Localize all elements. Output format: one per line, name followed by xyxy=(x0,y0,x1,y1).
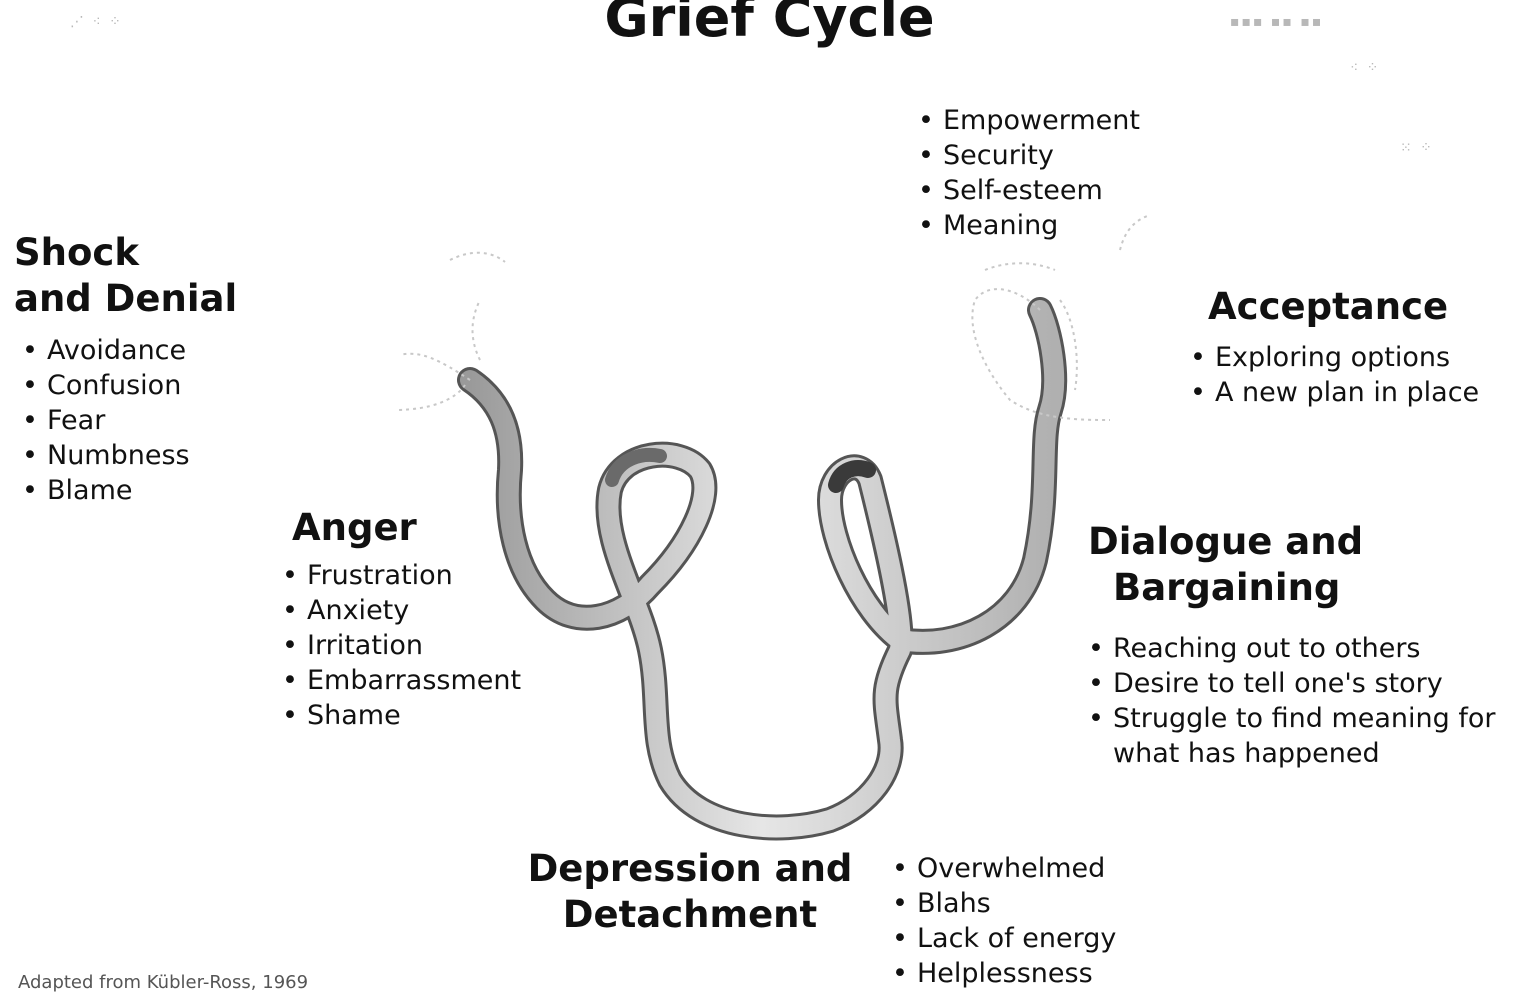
list-item: Confusion xyxy=(20,368,190,403)
list-item: Blahs xyxy=(890,886,1116,921)
source-footnote: Adapted from Kübler-Ross, 1969 xyxy=(18,972,308,993)
list-item: Lack of energy xyxy=(890,921,1116,956)
list-item: A new plan in place xyxy=(1188,375,1479,410)
list-dialogue-bargaining: Reaching out to others Desire to tell on… xyxy=(1086,631,1495,771)
list-acceptance: Exploring options A new plan in place xyxy=(1188,340,1479,410)
list-item: Embarrassment xyxy=(280,663,521,698)
list-item: Self-esteem xyxy=(916,173,1140,208)
list-item: Anxiety xyxy=(280,593,521,628)
stage-heading-shock-denial: Shock and Denial xyxy=(14,230,237,322)
list-depression-detachment: Overwhelmed Blahs Lack of energy Helples… xyxy=(890,851,1116,991)
list-item-continuation: what has happened xyxy=(1086,736,1495,771)
heading-line: Bargaining xyxy=(1088,565,1363,611)
list-shock-denial: Avoidance Confusion Fear Numbness Blame xyxy=(20,333,190,508)
list-item: Frustration xyxy=(280,558,521,593)
heading-line: Detachment xyxy=(520,892,860,938)
list-outcome: Empowerment Security Self-esteem Meaning xyxy=(916,103,1140,243)
stage-heading-dialogue-bargaining: Dialogue and Bargaining xyxy=(1088,519,1363,611)
stage-heading-anger: Anger xyxy=(292,505,417,551)
stage-heading-acceptance: Acceptance xyxy=(1208,284,1448,330)
list-item: Exploring options xyxy=(1188,340,1479,375)
list-item: Avoidance xyxy=(20,333,190,368)
list-item: Blame xyxy=(20,473,190,508)
list-item: Helplessness xyxy=(890,956,1116,991)
heading-line: Shock xyxy=(14,230,237,276)
list-item: Numbness xyxy=(20,438,190,473)
ribbon-fill xyxy=(470,310,1054,827)
ribbon-edge xyxy=(470,310,1054,827)
list-item: Irritation xyxy=(280,628,521,663)
list-item: Empowerment xyxy=(916,103,1140,138)
list-item: Fear xyxy=(20,403,190,438)
list-anger: Frustration Anxiety Irritation Embarrass… xyxy=(280,558,521,733)
list-item: Overwhelmed xyxy=(890,851,1116,886)
heading-line: Dialogue and xyxy=(1088,519,1363,565)
list-item: Security xyxy=(916,138,1140,173)
list-item: Shame xyxy=(280,698,521,733)
list-item: Reaching out to others xyxy=(1086,631,1495,666)
list-item: Struggle to find meaning for xyxy=(1086,701,1495,736)
list-item: Desire to tell one's story xyxy=(1086,666,1495,701)
list-item: Meaning xyxy=(916,208,1140,243)
heading-line: and Denial xyxy=(14,276,237,322)
stage-heading-depression-detachment: Depression and Detachment xyxy=(520,846,860,938)
heading-line: Depression and xyxy=(520,846,860,892)
